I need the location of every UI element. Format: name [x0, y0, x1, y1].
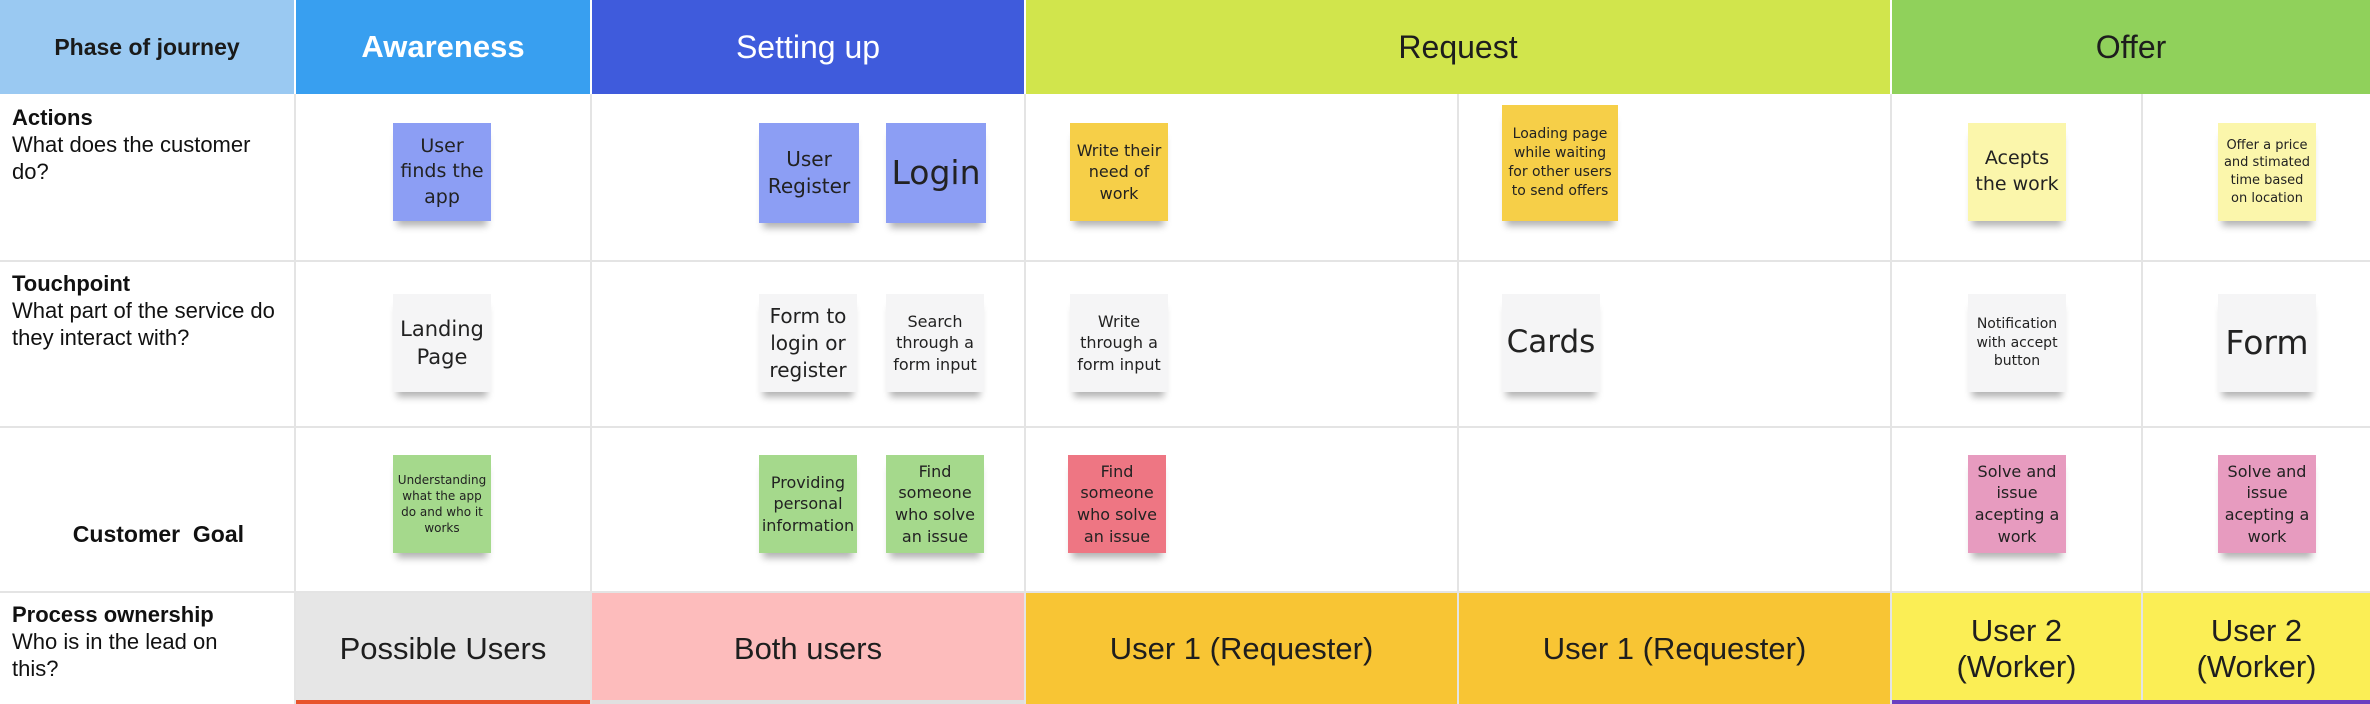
grid-divider — [590, 94, 592, 704]
sticky-note-user-register[interactable]: User Register — [759, 123, 859, 223]
setting-up-header: Setting up — [592, 0, 1024, 94]
touchpoint-description: What part of the service do they interac… — [12, 298, 275, 350]
sticky-note-find-someone-green[interactable]: Find someone who solve an issue — [886, 455, 984, 553]
sticky-note-solve-issue-1[interactable]: Solve and issue acepting a work — [1968, 455, 2066, 553]
ownership-both-users: Both users — [592, 593, 1024, 704]
request-label: Request — [1398, 28, 1518, 65]
sticky-note-notification[interactable]: Notification with accept button — [1968, 294, 2066, 392]
ownership-description: Who is in the lead on this? — [12, 629, 218, 681]
sticky-note-providing-info[interactable]: Providing personal information — [759, 455, 857, 553]
customer-goal-title: Customer Goal — [72, 521, 245, 547]
grid-divider — [1457, 94, 1459, 704]
touchpoint-row-label: Touchpoint What part of the service do t… — [12, 270, 287, 351]
sticky-note-write-form[interactable]: Write through a form input — [1070, 294, 1168, 392]
actions-title: Actions — [12, 105, 93, 130]
sticky-note-form[interactable]: Form — [2218, 294, 2316, 392]
grid-divider — [0, 260, 2370, 262]
phase-of-journey-header: Phase of journey — [0, 0, 294, 94]
grid-divider — [1024, 94, 1026, 704]
ownership-user2-b: User 2 (Worker) — [2143, 593, 2370, 704]
sticky-note-loading-page[interactable]: Loading page while waiting for other use… — [1502, 105, 1618, 221]
sticky-note-find-someone-red[interactable]: Find someone who solve an issue — [1068, 455, 1166, 553]
bottom-accent-line — [592, 700, 1024, 704]
touchpoint-title: Touchpoint — [12, 271, 131, 296]
offer-header: Offer — [1892, 0, 2370, 94]
sticky-note-landing-page[interactable]: Landing Page — [393, 294, 491, 392]
customer-goal-row-label: Customer Goal — [60, 494, 244, 548]
sticky-note-cards[interactable]: Cards — [1502, 294, 1600, 392]
sticky-note-understanding[interactable]: Understanding what the app do and who it… — [393, 455, 491, 553]
ownership-title: Process ownership — [12, 602, 214, 627]
setting-up-label: Setting up — [735, 28, 881, 65]
awareness-label: Awareness — [361, 29, 525, 64]
ownership-row-label: Process ownership Who is in the lead on … — [12, 601, 252, 682]
sticky-note-user-finds-app[interactable]: User finds the app — [393, 123, 491, 221]
sticky-note-solve-issue-2[interactable]: Solve and issue acepting a work — [2218, 455, 2316, 553]
sticky-note-search-form[interactable]: Search through a form input — [886, 294, 984, 392]
offer-label: Offer — [2095, 28, 2167, 65]
grid-divider — [294, 94, 296, 704]
sticky-note-form-login[interactable]: Form to login or register — [759, 294, 857, 392]
sticky-note-write-need[interactable]: Write their need of work — [1070, 123, 1168, 221]
awareness-header: Awareness — [296, 0, 590, 94]
ownership-user1-b: User 1 (Requester) — [1459, 593, 1890, 704]
grid-divider — [0, 426, 2370, 428]
phase-of-journey-label: Phase of journey — [54, 33, 240, 60]
grid-divider — [0, 591, 2370, 593]
ownership-user2-a: User 2 (Worker) — [1892, 593, 2141, 704]
sticky-note-login[interactable]: Login — [886, 123, 986, 223]
ownership-possible-users: Possible Users — [296, 593, 590, 704]
ownership-user1-a: User 1 (Requester) — [1026, 593, 1457, 704]
sticky-note-accepts-work[interactable]: Acepts the work — [1968, 123, 2066, 221]
actions-description: What does the customer do? — [12, 132, 251, 184]
actions-row-label: Actions What does the customer do? — [12, 104, 282, 185]
grid-divider — [1890, 94, 1892, 704]
grid-divider — [2141, 94, 2143, 704]
bottom-accent-line — [1892, 700, 2370, 704]
bottom-accent-line — [296, 700, 590, 704]
request-header: Request — [1026, 0, 1890, 94]
sticky-note-offer-price[interactable]: Offer a price and stimated time based on… — [2218, 123, 2316, 221]
